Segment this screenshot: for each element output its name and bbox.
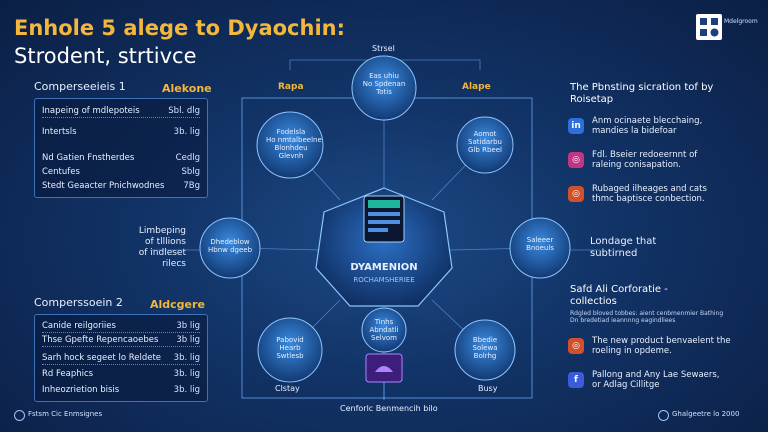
diagram-bottom-label: Cenforlc Benmencih bilo: [340, 404, 438, 413]
right-heading-1: The Pbnsting sicration tof by Roisetap: [570, 82, 714, 105]
center-subtitle: ROCHAMSHERIEE: [353, 276, 415, 284]
panel-2-row-label: Thse Gpefte Repencaoebes: [42, 335, 159, 345]
title-line-2: Strodent, strtivce: [14, 44, 197, 68]
left-footer: Fstsm Cic Enmsignes: [28, 410, 103, 418]
panel-2-row-label: Sarh hock segeet lo Reldete: [42, 353, 162, 363]
panel-1-row-label: Centufes: [42, 167, 80, 177]
right-item: The new product benvaelent the roeling i…: [592, 336, 731, 356]
panel-2-row-value: 3b lig: [176, 321, 200, 331]
panel-2-row-value: 3b. lig: [173, 369, 200, 379]
node-label: Eas uhiu No Spdenan Totis: [362, 72, 406, 96]
center-hub: [315, 187, 453, 307]
diagram-tag-right: Alape: [462, 82, 491, 92]
diagram-top-label: Strsel: [372, 44, 395, 53]
panel-1-row: Centufes Sblg: [42, 167, 200, 177]
title-line-1: Enhole 5 alege to Dyaochin:: [14, 16, 345, 40]
diagram-nodes: [199, 55, 571, 383]
panel-2-row-label: Inheozrietion bisis: [42, 385, 120, 395]
right-subheading-2: Rdgled bloved tobbes: aient cenbmenmier …: [570, 310, 724, 324]
panel-2-row: Inheozrietion bisis 3b. lig: [42, 385, 200, 395]
right-side-note: Londage that subtirned: [590, 236, 657, 259]
linkedin-icon: in: [568, 118, 584, 134]
panel-1-row-value: 7Bg: [183, 181, 200, 191]
panel-2-box: Canide reilgoriies 3b lig Thse Gpefte Re…: [34, 314, 208, 402]
center-title: DYAMENION: [350, 262, 418, 273]
instagram-icon: ◎: [568, 186, 584, 202]
diagram-bottom-left: Clstay: [275, 384, 300, 393]
info-icon: [14, 410, 25, 421]
panel-1-row-value: 3b. lig: [173, 127, 200, 137]
right-footer: Ghalgeetre lo 2000: [672, 410, 740, 418]
panel-1-row-value: Sblg: [181, 167, 200, 177]
node-label: Pabovid Hearb Swtlesb: [276, 336, 304, 360]
panel-1-row-value: Cedlg: [175, 153, 200, 163]
panel-1-heading: Comperseeieis 1: [34, 80, 126, 93]
info-icon: [658, 410, 669, 421]
panel-2-row-label: Canide reilgoriies: [42, 321, 116, 331]
panel-1-row-label: Inapeing of mdlepoteis: [42, 106, 140, 116]
instagram-icon: ◎: [568, 338, 584, 354]
panel-2-row-value: 3b. lig: [173, 385, 200, 395]
panel-1-row-label: Nd Gatien Fnstherdes: [42, 153, 135, 163]
right-heading-2: Safd Ali Corforatie - collectios: [570, 284, 668, 307]
panel-2-row: Canide reilgoriies 3b lig: [42, 321, 200, 333]
panel-1-row: Nd Gatien Fnstherdes Cedlg: [42, 153, 200, 163]
panel-2-row: Sarh hock segeet lo Reldete 3b. lig: [42, 353, 200, 365]
node-label: Aomot Satidarbu Glb Rbeel: [468, 130, 502, 154]
panel-1-row-label: Intertsls: [42, 127, 77, 137]
panel-1-row-label: Stedt Geaacter Pnichwodnes: [42, 181, 165, 191]
panel-2-row-label: Rd Feaphics: [42, 369, 94, 379]
right-item: Rubaged ilheages and cats thmc baptisce …: [592, 184, 707, 204]
diagram-bottom-right: Busy: [478, 384, 498, 393]
panel-1-row-value: Sbl. dlg: [168, 106, 200, 116]
panel-2-row: Thse Gpefte Repencaoebes 3b lig: [42, 335, 200, 347]
panel-1-row: Stedt Geaacter Pnichwodnes 7Bg: [42, 181, 200, 191]
panel-2-row: Rd Feaphics 3b. lig: [42, 369, 200, 379]
instagram-icon: ◎: [568, 152, 584, 168]
panel-1-row: Inapeing of mdlepoteis Sbl. dlg: [42, 106, 200, 118]
panel-2-row-value: 3b. lig: [173, 353, 200, 363]
panel-1-box: Inapeing of mdlepoteis Sbl. dlg Intertsl…: [34, 98, 208, 198]
brand-logo-text: Mdelgroom: [724, 18, 758, 25]
node-label: Fodelsla Ho nmtalbeelne Blonhdeu Glevnh: [266, 128, 322, 160]
panel-2-row-value: 3b lig: [176, 335, 200, 345]
center-screen-bar: [368, 200, 400, 208]
right-item: Pallong and Any Lae Sewaers, or Adlag Ci…: [592, 370, 720, 390]
node-label: Bbedie Solewa Bolrhg: [472, 336, 498, 360]
brand-logo: [696, 14, 722, 40]
panel-2-tag: Aldcgere: [150, 298, 205, 311]
left-middle-note: Limbeping of tlllions of indleset rilecs: [138, 226, 186, 269]
right-item: Fdl. Bseier redoeernnt of raleing conisa…: [592, 150, 698, 170]
right-item: Anm ocinaete blecchaing, mandies la bide…: [592, 116, 703, 136]
node-label: Saleeer Bnoeuls: [526, 236, 554, 252]
node-label: Tinhs Abndatli Selvom: [369, 318, 399, 342]
panel-1-row: Intertsls 3b. lig: [42, 127, 200, 137]
node-label: Dhedeblow Hbnw dgeeb: [208, 238, 253, 254]
panel-2-heading: Comperssoein 2: [34, 296, 123, 309]
diagram-tag-left: Rapa: [278, 82, 304, 92]
panel-1-tag: Alekone: [162, 82, 212, 95]
facebook-icon: f: [568, 372, 584, 388]
